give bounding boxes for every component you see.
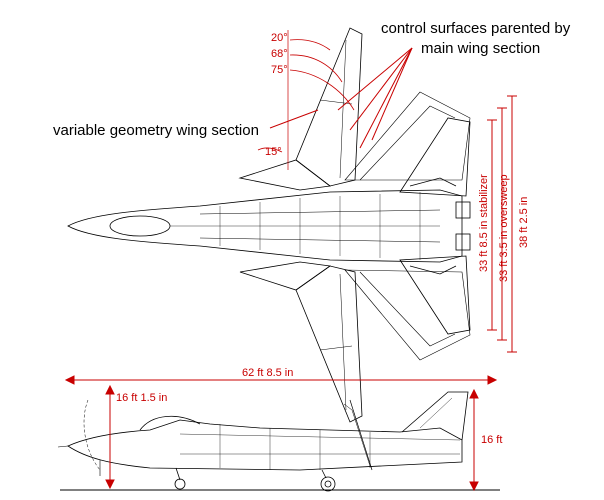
total-height-label: 16 ft <box>481 434 503 446</box>
control-surfaces-label: control surfaces parented by <box>381 20 571 37</box>
oversweep-dimension-label: 33 ft 3.5 in oversweep <box>498 174 510 282</box>
leader-lines <box>269 47 413 149</box>
variable-geometry-label: variable geometry wing section <box>53 122 259 139</box>
vertical-fin <box>401 391 469 441</box>
height-dimension-lines <box>105 384 479 492</box>
stabilizer-lower <box>399 255 471 335</box>
angle-20-label: 20° <box>271 32 288 44</box>
span-dimension-label: 38 ft 2.5 in <box>518 196 530 248</box>
top-view <box>67 27 471 423</box>
angle-75-label: 75° <box>271 64 288 76</box>
side-view <box>57 391 500 492</box>
stabilizer-upper <box>399 117 471 197</box>
angle-15-label: 15° <box>265 146 282 158</box>
span-dimension-lines <box>487 95 517 353</box>
length-dimension-line <box>64 375 498 385</box>
fin-height-label: 16 ft 1.5 in <box>116 392 168 404</box>
sweep-angle-markers <box>257 30 355 170</box>
angle-68-label: 68° <box>271 48 288 60</box>
length-dimension-label: 62 ft 8.5 in <box>242 367 294 379</box>
fuselage-side <box>67 419 463 471</box>
right-wing <box>295 265 363 423</box>
swept-wing-ghost <box>344 91 471 361</box>
control-surfaces-label-line2: main wing section <box>421 40 541 57</box>
fuselage-top <box>67 189 463 263</box>
stabilizer-dimension-label: 33 ft 8.5 in stabilizer <box>478 174 490 272</box>
